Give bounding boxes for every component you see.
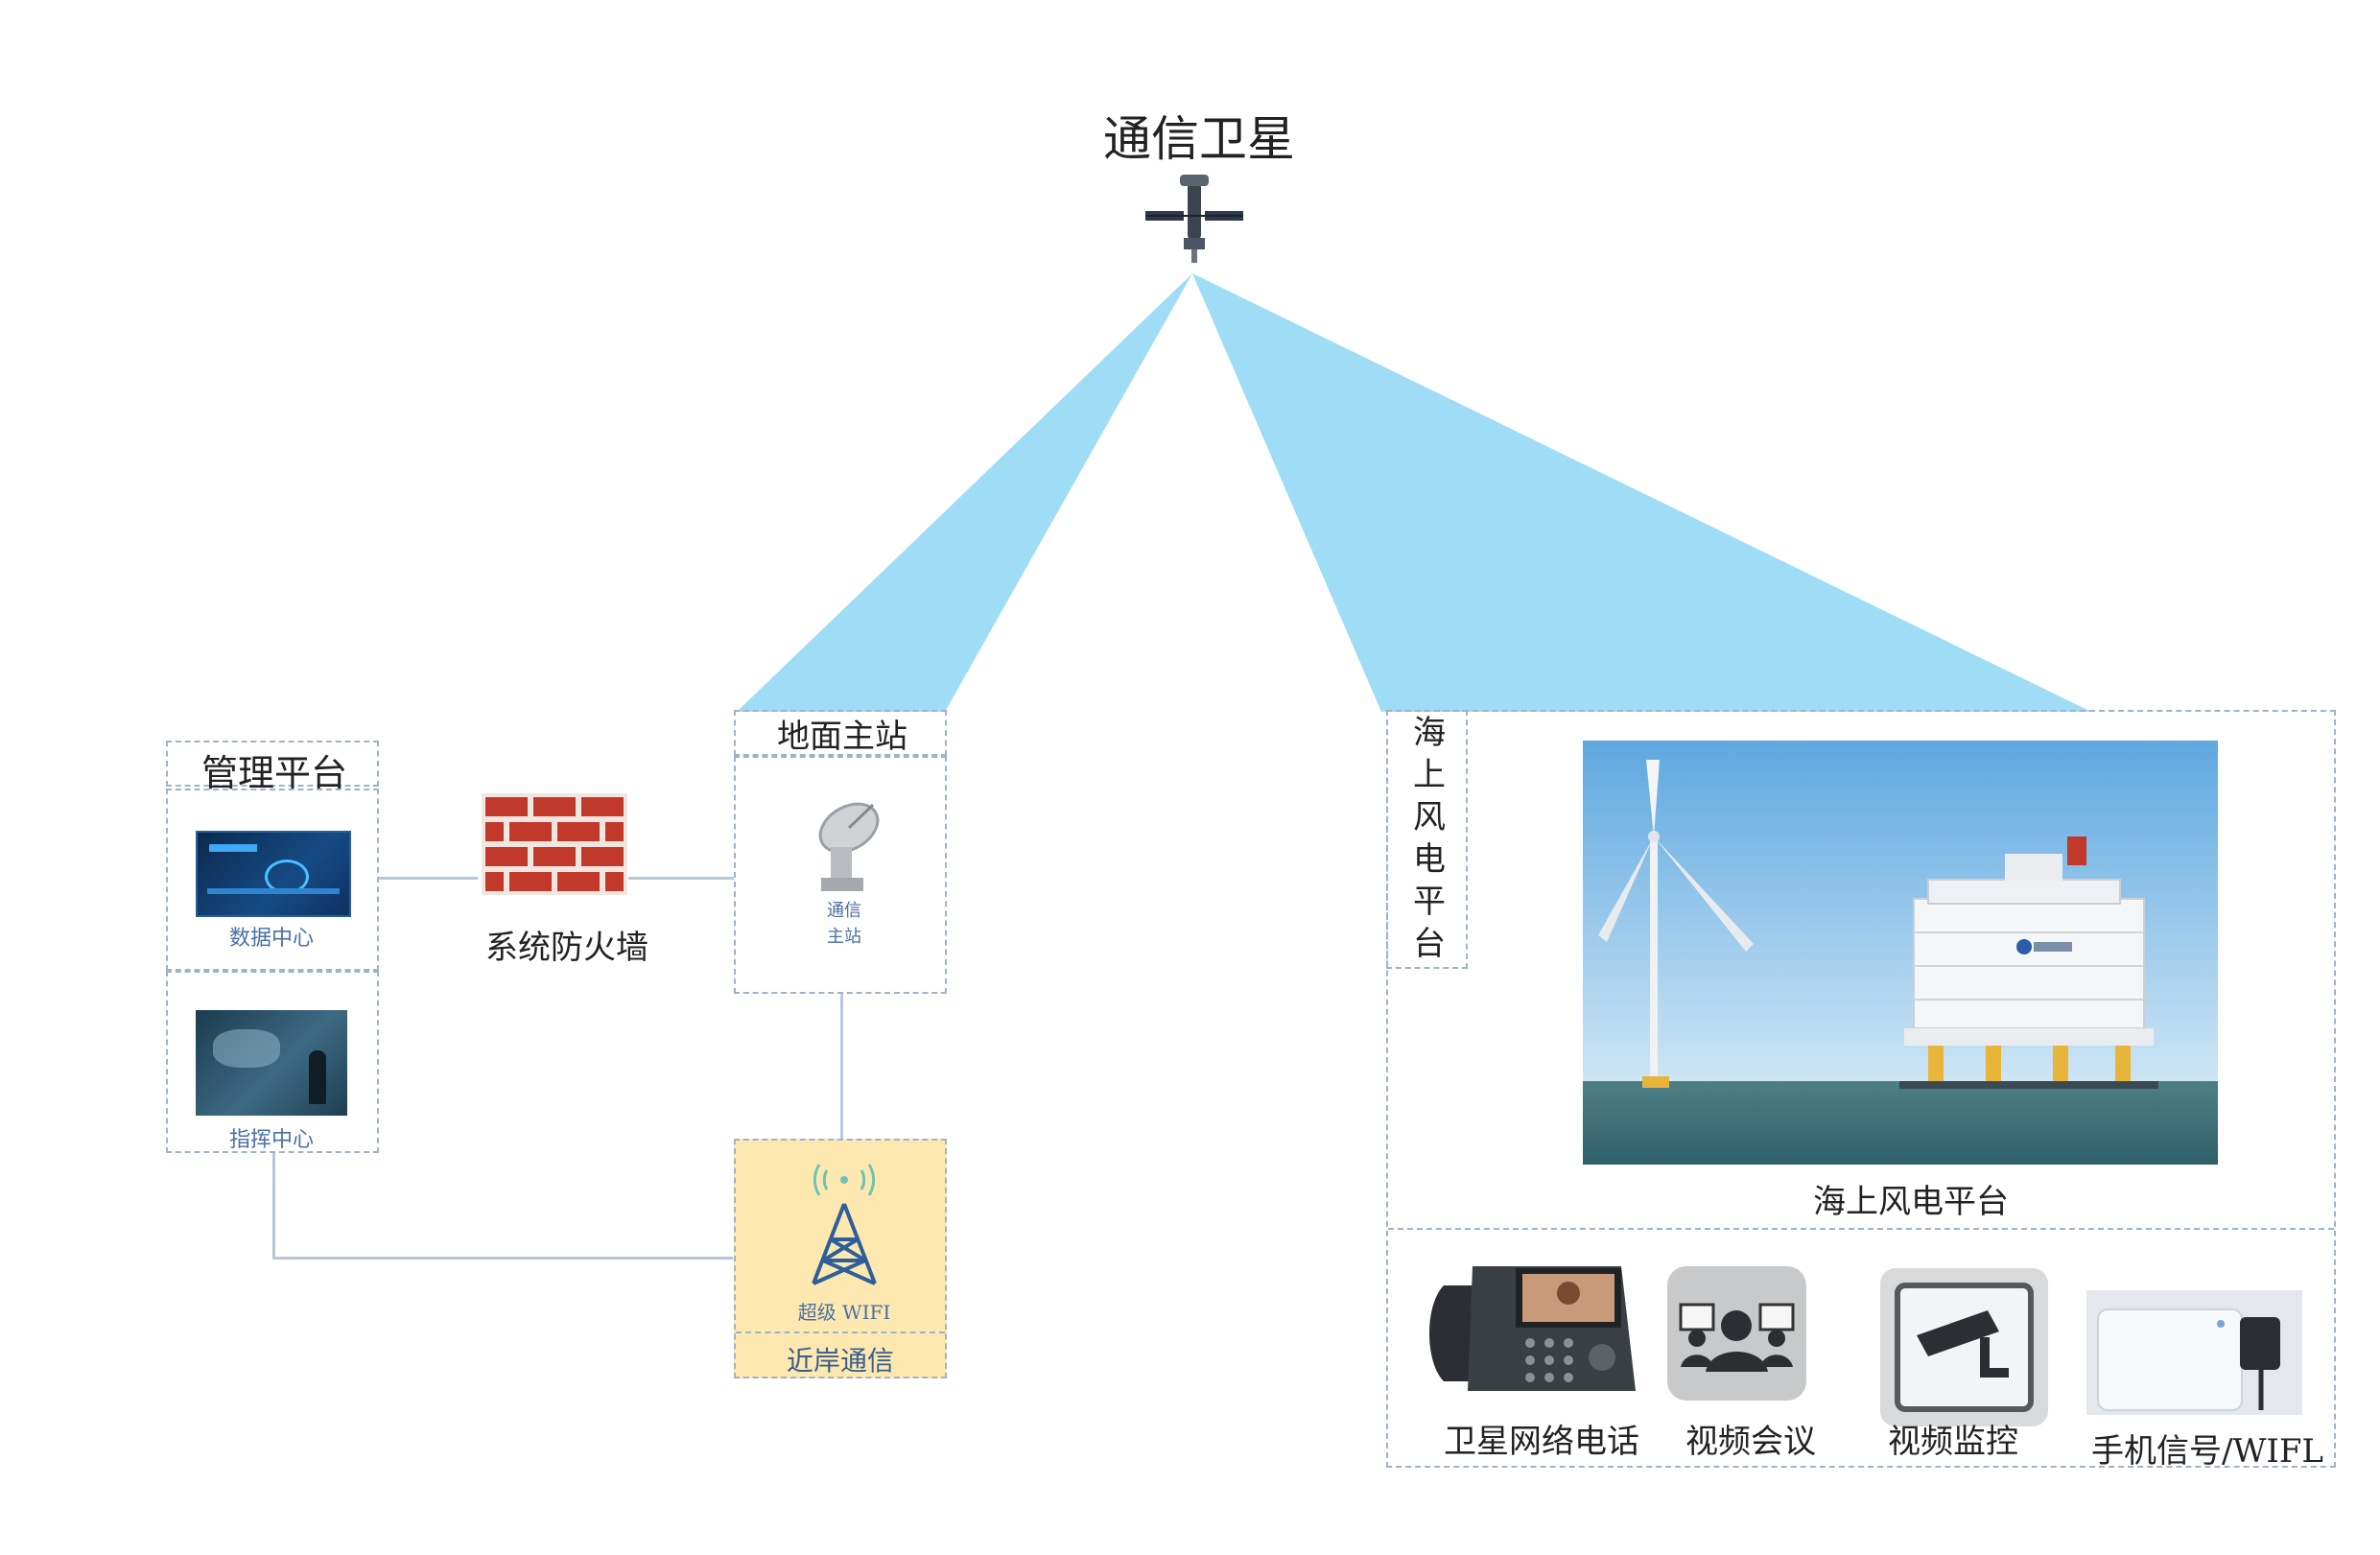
beam-to-offshore-platform (1192, 273, 2091, 712)
nearshore-divider (736, 1331, 945, 1333)
wifi-router-icon (2086, 1290, 2302, 1415)
offshore-photo-caption: 海上风电平台 (1813, 1183, 2009, 1221)
connector-ground-nearshore (840, 993, 843, 1139)
data-center-label: 数据中心 (228, 927, 314, 951)
connector-management-firewall (379, 877, 478, 880)
service-label-wifi: 手机信号/WIFL (2091, 1432, 2324, 1471)
offshore-title-char: 海 (1413, 714, 1446, 752)
command-center-screen (196, 1010, 347, 1116)
ground-station-caption-1: 通信 (827, 901, 861, 921)
service-label-video-conference: 视频会议 (1685, 1423, 1816, 1461)
command-center-label: 指挥中心 (228, 1128, 314, 1152)
nearshore-box (734, 1139, 947, 1378)
ground-station-box (734, 756, 947, 994)
wifi-tower-icon (812, 1164, 877, 1285)
ground-station-title: 地面主站 (777, 718, 907, 756)
offshore-title-char: 风 (1413, 798, 1446, 836)
nearshore-label: 近岸通信 (787, 1345, 895, 1377)
management-title-box (166, 741, 379, 787)
connector-command-down (272, 1153, 275, 1259)
management-title: 管理平台 (201, 752, 348, 794)
offshore-services-divider (1388, 1228, 2334, 1230)
offshore-title-char: 上 (1413, 756, 1446, 794)
service-label-ip-phone: 卫星网络电话 (1444, 1423, 1639, 1461)
video-conference-icon (1667, 1266, 1806, 1401)
satellite-icon (1145, 175, 1243, 263)
offshore-wind-platform-photo (1583, 741, 2218, 1165)
service-label-cctv: 视频监控 (1888, 1423, 2018, 1461)
satellite-dish-icon (818, 802, 880, 891)
offshore-title-char: 电 (1413, 840, 1446, 879)
ip-phone-icon (1429, 1266, 1636, 1391)
ground-station-title-box (734, 710, 947, 756)
satellite-title: 通信卫星 (1103, 111, 1295, 167)
data-center-box (166, 789, 379, 971)
offshore-title-char: 台 (1413, 925, 1446, 963)
ground-station-caption-2: 主站 (827, 927, 861, 947)
offshore-title-box (1386, 710, 1468, 969)
nearshore-tower-caption: 超级 WIFI (797, 1301, 891, 1324)
connector-command-nearshore (272, 1257, 733, 1260)
offshore-outer-box (1386, 710, 2336, 1468)
firewall-label: 系统防火墙 (485, 929, 648, 967)
beam-to-ground-station (737, 273, 1192, 712)
brick-wall-icon (480, 791, 628, 897)
cctv-camera-icon (1880, 1268, 2048, 1426)
command-center-box (166, 971, 379, 1153)
connector-firewall-ground (628, 877, 734, 880)
offshore-title-char: 平 (1413, 883, 1446, 921)
data-center-screen (196, 831, 351, 917)
offshore-vertical-title: 海 上 风 电 平 台 (1410, 712, 1449, 965)
